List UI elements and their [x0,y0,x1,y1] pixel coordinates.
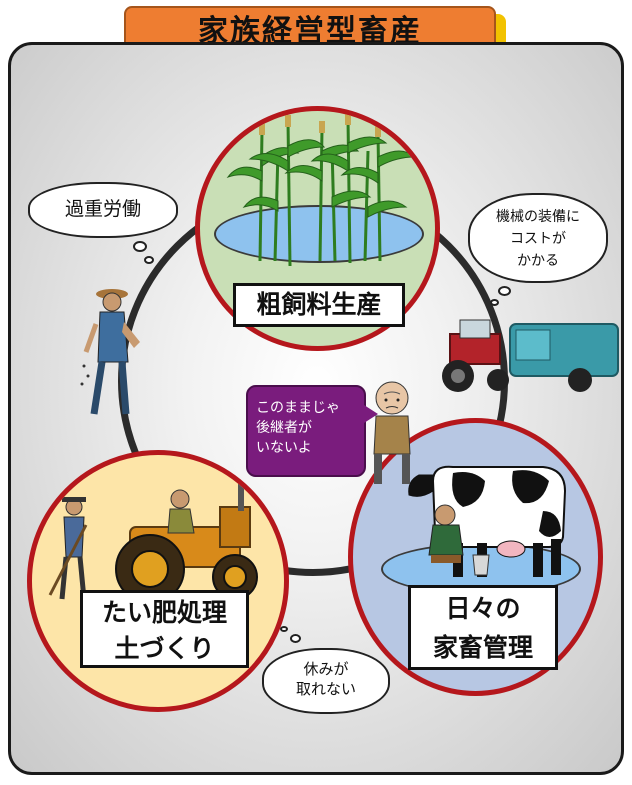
cow-milking-illustration [408,465,567,577]
livestock-management-label: 日々の 家畜管理 [408,585,558,670]
elderly-farmer-illustration [373,381,411,484]
machine-cost-thought-bubble: 機械の装備に コストが かかる [468,193,608,283]
machine-cost-line2: コストが [510,230,566,246]
speech-line1: このままじゃ [256,399,340,415]
speech-bubble-tail [364,405,378,423]
livestock-management-circle [348,418,603,696]
no-rest-line1: 休みが [303,661,349,678]
thought-dot [280,626,288,632]
no-rest-thought-bubble: 休みが 取れない [262,648,390,714]
speech-line3: いないよ [256,439,312,455]
thought-dot [290,634,301,643]
no-rest-line2: 取れない [295,681,356,698]
successor-speech-bubble: このままじゃ 後継者が いないよ [246,385,366,477]
machine-cost-line1: 機械の装備に [496,208,580,224]
thought-dot [133,241,147,252]
thought-dot [490,299,499,306]
thought-dot [498,286,511,296]
livestock-label-line1: 日々の [445,595,521,623]
compost-label-line2: 土づくり [114,635,215,663]
tractor-illustration [115,481,258,604]
livestock-label-line2: 家畜管理 [432,634,533,662]
compost-soil-circle [27,450,289,712]
machine-cost-line3: かかる [517,252,559,268]
farmer-with-rake-illustration [48,497,88,600]
forage-production-label: 粗飼料生産 [233,283,405,327]
thought-dot [144,256,154,264]
overwork-thought-bubble: 過重労働 [28,182,178,238]
speech-line2: 後継者が [256,419,312,435]
harvester-tractor-illustration [442,319,619,392]
corn-plants-illustration [226,113,416,267]
compost-label-line1: たい肥処理 [101,599,227,627]
compost-soil-label: たい肥処理 土づくり [80,590,249,668]
sowing-farmer-illustration [80,289,140,415]
